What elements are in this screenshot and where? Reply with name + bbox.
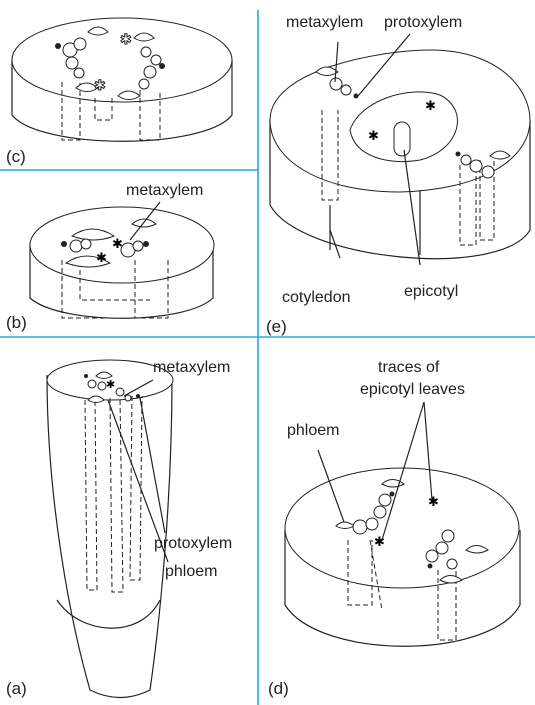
panel-a-root-cap bbox=[57, 600, 160, 628]
panel-a-star: ✱ bbox=[106, 379, 115, 391]
panel-a-protoxylem-leader bbox=[140, 398, 165, 533]
panel-a-protoxylem-label: protoxylem bbox=[154, 535, 232, 552]
panel-e-star-1: ✱ bbox=[425, 98, 436, 113]
panel-e-epicotyl-label: epicotyl bbox=[404, 283, 458, 300]
panel-e-drawing: ✱ ✱ bbox=[270, 34, 530, 265]
panel-d-top-surface bbox=[285, 468, 519, 588]
panel-a-trace-1 bbox=[85, 400, 97, 590]
panel-b-star-2: ✱ bbox=[96, 250, 107, 265]
panel-e-label: (e) bbox=[266, 317, 287, 336]
panel-e-metaxylem-label: metaxylem bbox=[286, 14, 363, 31]
panel-c-drawing: ✱ ✱ bbox=[12, 18, 232, 141]
panel-e-epicotyl bbox=[394, 122, 410, 156]
panel-b-star: ✱ bbox=[112, 236, 123, 251]
panel-e-cut-edges bbox=[330, 190, 420, 255]
panel-c-star: ✱ bbox=[120, 33, 132, 48]
panel-c-star-2: ✱ bbox=[94, 79, 106, 94]
panel-a-drawing: ✱ bbox=[47, 360, 173, 698]
panel-c-label: (c) bbox=[6, 147, 26, 166]
panel-d-traces-label-line1: traces of bbox=[378, 359, 440, 376]
panel-a-trace-2 bbox=[110, 398, 123, 592]
panel-a-phloem-label: phloem bbox=[165, 563, 217, 580]
panel-d-label: (d) bbox=[268, 679, 289, 698]
panel-d-phloem-label: phloem bbox=[287, 422, 339, 439]
panel-a-label: (a) bbox=[6, 679, 27, 698]
panel-e-star-2: ✱ bbox=[368, 128, 379, 143]
panel-d-star-1: ✱ bbox=[428, 494, 439, 509]
panel-d-traces-label-line2: epicotyl leaves bbox=[360, 381, 465, 398]
panel-a-metaxylem-label: metaxylem bbox=[153, 359, 230, 376]
panel-b-label: (b) bbox=[6, 313, 27, 332]
panel-e-cotyledon-label: cotyledon bbox=[282, 289, 351, 306]
panel-b-metaxylem-label: metaxylem bbox=[126, 182, 203, 199]
panel-b-drawing: ✱ ✱ bbox=[30, 202, 214, 318]
panel-c-top-surface bbox=[12, 18, 232, 102]
panel-e-protoxylem-label: protoxylem bbox=[384, 14, 462, 31]
